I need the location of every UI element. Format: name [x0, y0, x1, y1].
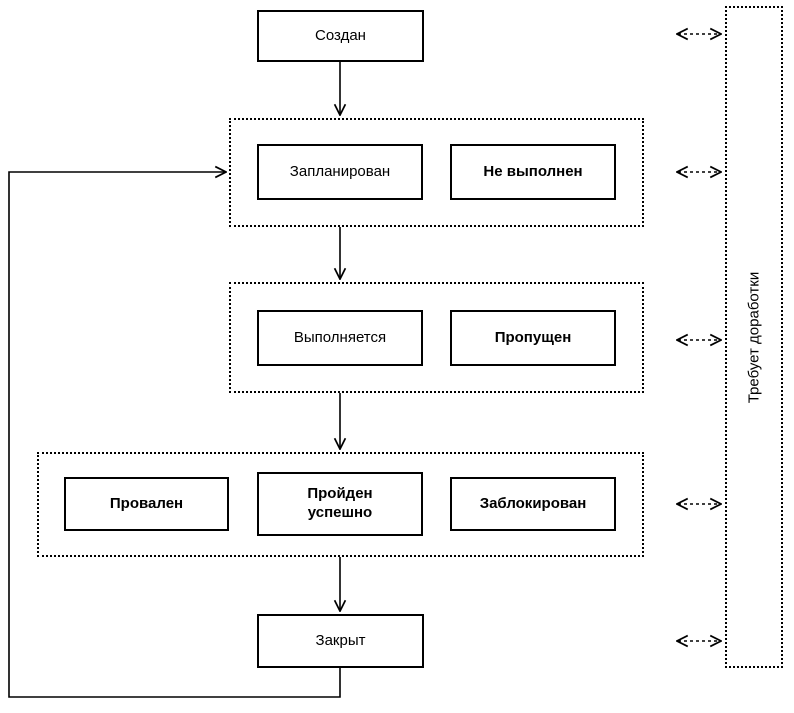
state-created-label: Создан: [315, 26, 366, 44]
group-planned-row: [229, 118, 644, 227]
state-planned-label: Запланирован: [289, 162, 391, 180]
state-in-progress-label: Выполняется: [293, 328, 387, 346]
state-planned: Запланирован: [257, 144, 423, 200]
state-created: Создан: [257, 10, 424, 62]
state-blocked-label: Заблокирован: [479, 494, 587, 512]
state-closed: Закрыт: [257, 614, 424, 668]
state-passed: Пройден успешно: [257, 472, 423, 536]
group-result-row: [37, 452, 644, 557]
arrow-closed-loop-to-planned-row: [8, 172, 341, 698]
state-passed-label: Пройден успешно: [307, 485, 373, 521]
state-not-executed-label: Не выполнен: [483, 162, 583, 180]
state-failed: Провален: [64, 477, 229, 531]
state-closed-label: Закрыт: [315, 631, 366, 649]
group-execution-row: [229, 282, 644, 393]
rework-panel-label: Требует доработки: [745, 271, 763, 403]
state-failed-label: Провален: [109, 494, 184, 512]
state-skipped-label: Пропущен: [494, 328, 572, 346]
rework-panel: Требует доработки: [725, 6, 783, 668]
state-not-executed: Не выполнен: [450, 144, 616, 200]
state-blocked: Заблокирован: [450, 477, 616, 531]
state-in-progress: Выполняется: [257, 310, 423, 366]
state-skipped: Пропущен: [450, 310, 616, 366]
